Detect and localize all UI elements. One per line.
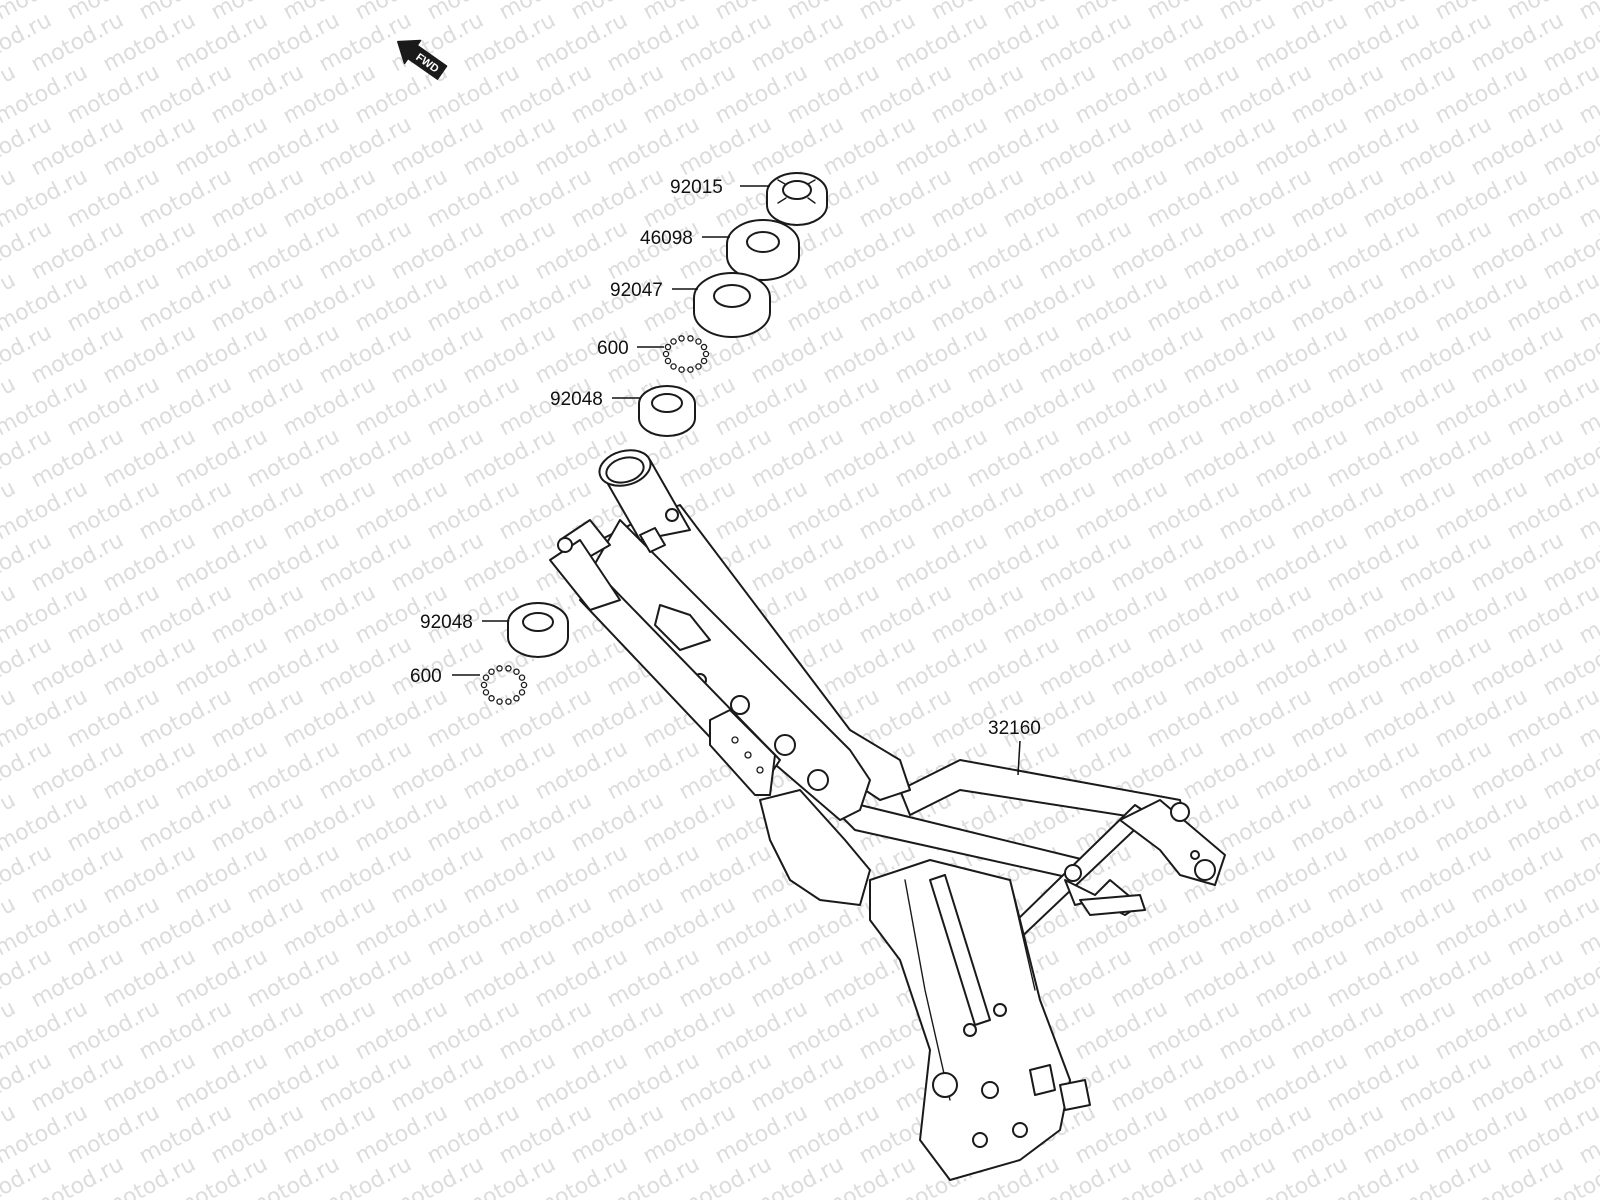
ball-bearing <box>482 689 490 696</box>
part-46098-washer <box>726 219 800 281</box>
ball-bearing <box>695 363 702 370</box>
label-92015: 92015 <box>670 177 723 198</box>
ball-bearing <box>664 357 672 365</box>
ball-bearing <box>518 689 526 696</box>
label-92047: 92047 <box>610 280 663 301</box>
ball-bearing <box>695 338 702 345</box>
ball-bearing <box>664 343 672 351</box>
label-46098: 46098 <box>640 228 693 249</box>
label-600-upper: 600 <box>597 338 629 359</box>
ball-bearing <box>505 698 512 705</box>
label-92048-upper: 92048 <box>550 389 603 410</box>
ball-bearing <box>513 668 520 675</box>
part-92015-nut <box>766 172 828 226</box>
ball-bearing <box>480 681 488 689</box>
ball-bearing <box>670 363 677 370</box>
ball-bearing <box>702 350 710 358</box>
ball-bearing <box>670 338 677 345</box>
ball-bearing <box>505 665 512 672</box>
ball-bearing <box>518 674 526 681</box>
ball-bearing <box>488 695 495 702</box>
part-600-balls-upper <box>662 335 710 373</box>
label-32160: 32160 <box>988 718 1041 739</box>
part-600-balls-lower <box>480 665 528 705</box>
ball-bearing <box>520 681 528 689</box>
ball-bearing <box>513 695 520 702</box>
ball-bearing <box>687 335 694 342</box>
ball-bearing <box>496 665 503 672</box>
ball-bearing <box>482 674 490 681</box>
ball-bearing <box>687 366 694 373</box>
ball-bearing <box>662 350 670 358</box>
ball-bearing <box>700 357 708 365</box>
frame-32160 <box>549 449 1226 1181</box>
label-600-lower: 600 <box>410 666 442 687</box>
label-92048-lower: 92048 <box>420 612 473 633</box>
part-92047-cone <box>693 272 771 338</box>
ball-bearing <box>488 668 495 675</box>
ball-bearing <box>678 335 685 342</box>
part-92048-race-upper <box>638 385 696 437</box>
part-92048-race-lower <box>507 602 569 658</box>
ball-bearing <box>700 343 708 351</box>
ball-bearing <box>678 366 685 373</box>
ball-bearing <box>496 698 503 705</box>
fwd-arrow-icon: FWD <box>397 39 448 80</box>
